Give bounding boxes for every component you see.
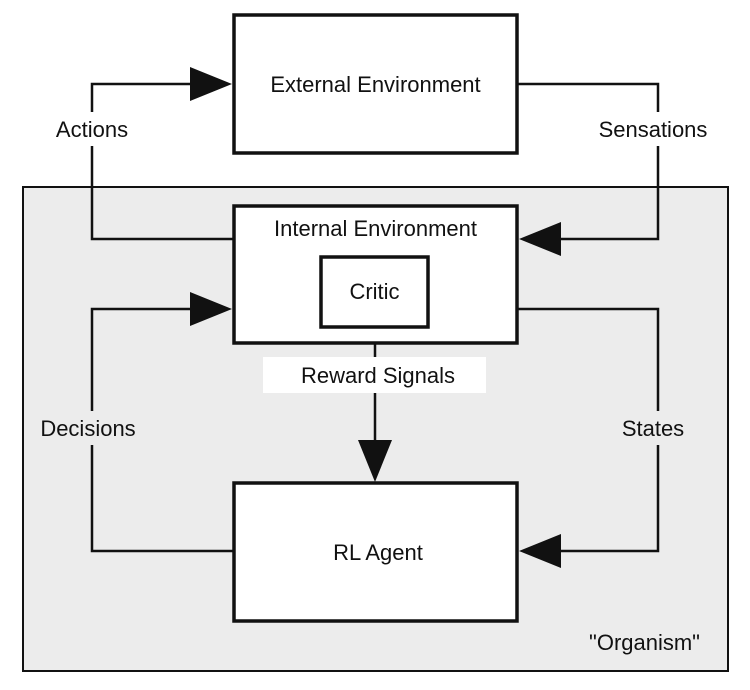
- states-arrowhead: [519, 534, 561, 568]
- actions-label-bg: [46, 112, 138, 146]
- sensations-arrowhead: [519, 222, 561, 256]
- decisions-label: Decisions: [40, 416, 135, 441]
- states-label-bg: [612, 411, 692, 445]
- actions-line: [90, 82, 234, 241]
- decisions-arrowhead: [190, 292, 232, 326]
- rl-agent-label-bg: [274, 530, 476, 574]
- sensations-label: Sensations: [599, 117, 708, 142]
- decisions-label-bg: [30, 411, 148, 445]
- external-environment-box: [232, 13, 519, 155]
- organism-label: "Organism": [589, 630, 700, 655]
- reward-signals-label-bg: [263, 357, 486, 393]
- critic-box: [319, 255, 430, 329]
- rl-agent-label: RL Agent: [333, 540, 423, 565]
- states-label: States: [622, 416, 684, 441]
- reward-signals-arrowhead: [358, 440, 392, 482]
- actions-arrowhead: [190, 67, 232, 101]
- internal-environment-label: Internal Environment: [274, 216, 477, 241]
- sensations-label-bg: [588, 112, 718, 146]
- critic-label: Critic: [349, 279, 399, 304]
- external-environment-label: External Environment: [270, 72, 480, 97]
- arrowheads: [190, 67, 561, 568]
- reward-signals-label: Reward Signals: [301, 363, 455, 388]
- sensations-line: [517, 82, 660, 241]
- actions-label: Actions: [56, 117, 128, 142]
